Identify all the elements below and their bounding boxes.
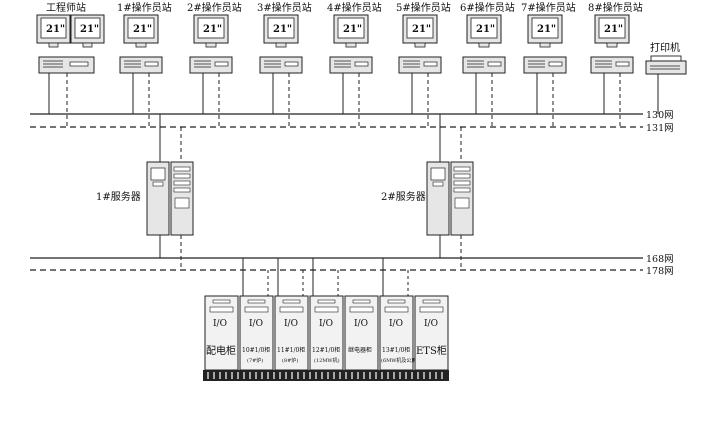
svg-text:21": 21": [412, 24, 431, 35]
operator-station-3: 3#操作员站 21": [257, 1, 312, 127]
monitor-icon: 21": [402, 14, 438, 48]
svg-text:10#1/0柜: 10#1/0柜: [242, 346, 270, 354]
server-icon: [146, 161, 194, 236]
computer-case-icon: [462, 56, 506, 74]
cabinet-base-vents: [207, 372, 443, 379]
computer-case-icon: [398, 56, 442, 74]
server-2: 2#服务器: [381, 114, 474, 270]
operator-station-8: 8#操作员站 21": [588, 1, 643, 127]
svg-text:21": 21": [133, 24, 152, 35]
server-label: 2#服务器: [381, 190, 426, 203]
server-1: 1#服务器: [96, 114, 194, 270]
operator-station-4: 4#操作员站 21": [327, 1, 382, 127]
station-label: 8#操作员站: [588, 1, 643, 14]
station-label: 7#操作员站: [521, 1, 576, 14]
cabinet-11-io: I/O 11#1/0柜 (8#炉): [274, 295, 309, 371]
computer-case-icon: [329, 56, 373, 74]
svg-text:I/O: I/O: [424, 319, 438, 329]
cabinet-relay: I/O 继电器柜: [344, 295, 379, 371]
svg-text:12#1/0柜: 12#1/0柜: [312, 346, 340, 354]
station-label: 工程师站: [46, 1, 86, 14]
monitor-icon: 21": [70, 14, 105, 48]
cabinet-13-io: I/O 13#1/0柜 (6MW机及公用): [379, 295, 418, 371]
operator-station-5: 5#操作员站 21": [396, 1, 451, 127]
monitor-icon: 21": [333, 14, 369, 48]
network-168-label: 168网: [646, 254, 674, 265]
svg-text:(7#炉): (7#炉): [247, 357, 263, 364]
cabinet-network-drops: [242, 258, 409, 296]
printer-icon: [645, 55, 687, 75]
svg-text:I/O: I/O: [389, 319, 403, 329]
printer-label: 打印机: [650, 41, 680, 54]
monitor-icon: 21": [123, 14, 159, 48]
svg-text:ETS柜: ETS柜: [416, 344, 447, 357]
svg-text:(6MW机及公用): (6MW机及公用): [381, 357, 418, 364]
svg-text:21": 21": [273, 24, 292, 35]
network-178-label: 178网: [646, 266, 674, 277]
svg-text:21": 21": [537, 24, 556, 35]
printer: 打印机: [645, 41, 687, 114]
computer-case-icon: [523, 56, 567, 74]
svg-text:I/O: I/O: [319, 319, 333, 329]
cabinet-base: [203, 370, 449, 381]
station-label: 3#操作员站: [257, 1, 312, 14]
computer-case-icon: [38, 56, 95, 74]
monitor-icon: 21": [193, 14, 229, 48]
svg-text:继电器柜: 继电器柜: [348, 346, 372, 354]
svg-text:21": 21": [343, 24, 362, 35]
svg-text:配电柜: 配电柜: [206, 344, 236, 357]
svg-text:(12MW机): (12MW机): [314, 357, 340, 364]
monitor-icon: 21": [466, 14, 502, 48]
monitor-icon: 21": [594, 14, 630, 48]
svg-text:I/O: I/O: [354, 319, 368, 329]
operator-station-6: 6#操作员站 21": [460, 1, 515, 127]
monitor-icon: 21": [527, 14, 563, 48]
svg-text:I/O: I/O: [284, 319, 298, 329]
station-label: 1#操作员站: [117, 1, 172, 14]
computer-case-icon: [259, 56, 303, 74]
station-label: 5#操作员站: [396, 1, 451, 14]
cabinet-10-io: I/O 10#1/0柜 (7#炉): [239, 295, 274, 371]
operator-station-7: 7#操作员站 21": [521, 1, 576, 127]
computer-case-icon: [590, 56, 634, 74]
computer-case-icon: [119, 56, 163, 74]
engineer-station: 工程师站 21" 21": [36, 1, 105, 127]
network-178: 178网: [30, 266, 674, 277]
operator-station-1: 1#操作员站 21": [117, 1, 172, 127]
network-131-label: 131网: [646, 123, 674, 134]
svg-text:11#1/0柜: 11#1/0柜: [277, 346, 305, 354]
monitor-icon: 21": [263, 14, 299, 48]
svg-text:21": 21": [80, 24, 99, 35]
svg-text:(8#炉): (8#炉): [282, 357, 298, 364]
server-label: 1#服务器: [96, 190, 141, 203]
station-label: 2#操作员站: [187, 1, 242, 14]
svg-text:I/O: I/O: [249, 319, 263, 329]
operator-station-2: 2#操作员站 21": [187, 1, 242, 127]
cabinet-row: I/O 配电柜 I/O 10#1/0柜 (7#炉) I/O 11#1/0柜 (8…: [203, 295, 449, 381]
station-label: 6#操作员站: [460, 1, 515, 14]
svg-text:21": 21": [46, 24, 65, 35]
cabinet-12-io: I/O 12#1/0柜 (12MW机): [309, 295, 344, 371]
network-130: 130网: [30, 110, 674, 121]
svg-text:21": 21": [203, 24, 222, 35]
network-130-label: 130网: [646, 110, 674, 121]
server-icon: [426, 161, 474, 236]
svg-text:13#1/0柜: 13#1/0柜: [382, 346, 410, 354]
station-label: 4#操作员站: [327, 1, 382, 14]
computer-case-icon: [189, 56, 233, 74]
cabinet-ets: I/O ETS柜: [414, 295, 449, 371]
network-131: 131网: [30, 123, 674, 134]
network-168: 168网: [30, 254, 674, 265]
svg-text:I/O: I/O: [213, 319, 227, 329]
monitor-icon: 21": [36, 14, 71, 48]
svg-text:21": 21": [604, 24, 623, 35]
svg-text:21": 21": [476, 24, 495, 35]
cabinet-power-distribution: I/O 配电柜: [204, 295, 239, 371]
